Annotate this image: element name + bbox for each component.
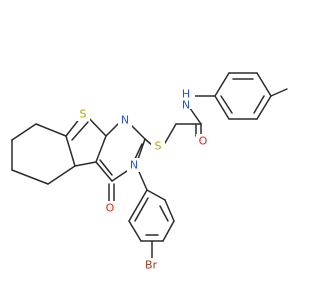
svg-text:S: S	[155, 140, 162, 153]
atom-s1: S	[76, 107, 90, 121]
bond-lines	[11, 72, 288, 259]
atom-br: Br	[140, 258, 162, 272]
svg-text:Br: Br	[145, 259, 158, 272]
svg-text:S: S	[80, 108, 87, 121]
chemical-structure-diagram: S N S O H N N O Br	[11, 72, 288, 272]
svg-text:O: O	[199, 135, 208, 148]
atom-n2: N	[127, 158, 141, 172]
svg-text:O: O	[106, 202, 115, 215]
svg-text:H: H	[182, 88, 190, 101]
atom-s2: S	[151, 139, 165, 153]
atom-o2: O	[103, 201, 117, 215]
svg-text:N: N	[130, 159, 138, 172]
atom-nh: H N	[179, 85, 195, 112]
svg-text:N: N	[182, 99, 190, 112]
atom-labels: S N S O H N N O Br	[76, 85, 210, 272]
atom-n1: N	[118, 113, 132, 127]
atom-o1: O	[196, 134, 210, 148]
svg-text:N: N	[121, 114, 129, 127]
